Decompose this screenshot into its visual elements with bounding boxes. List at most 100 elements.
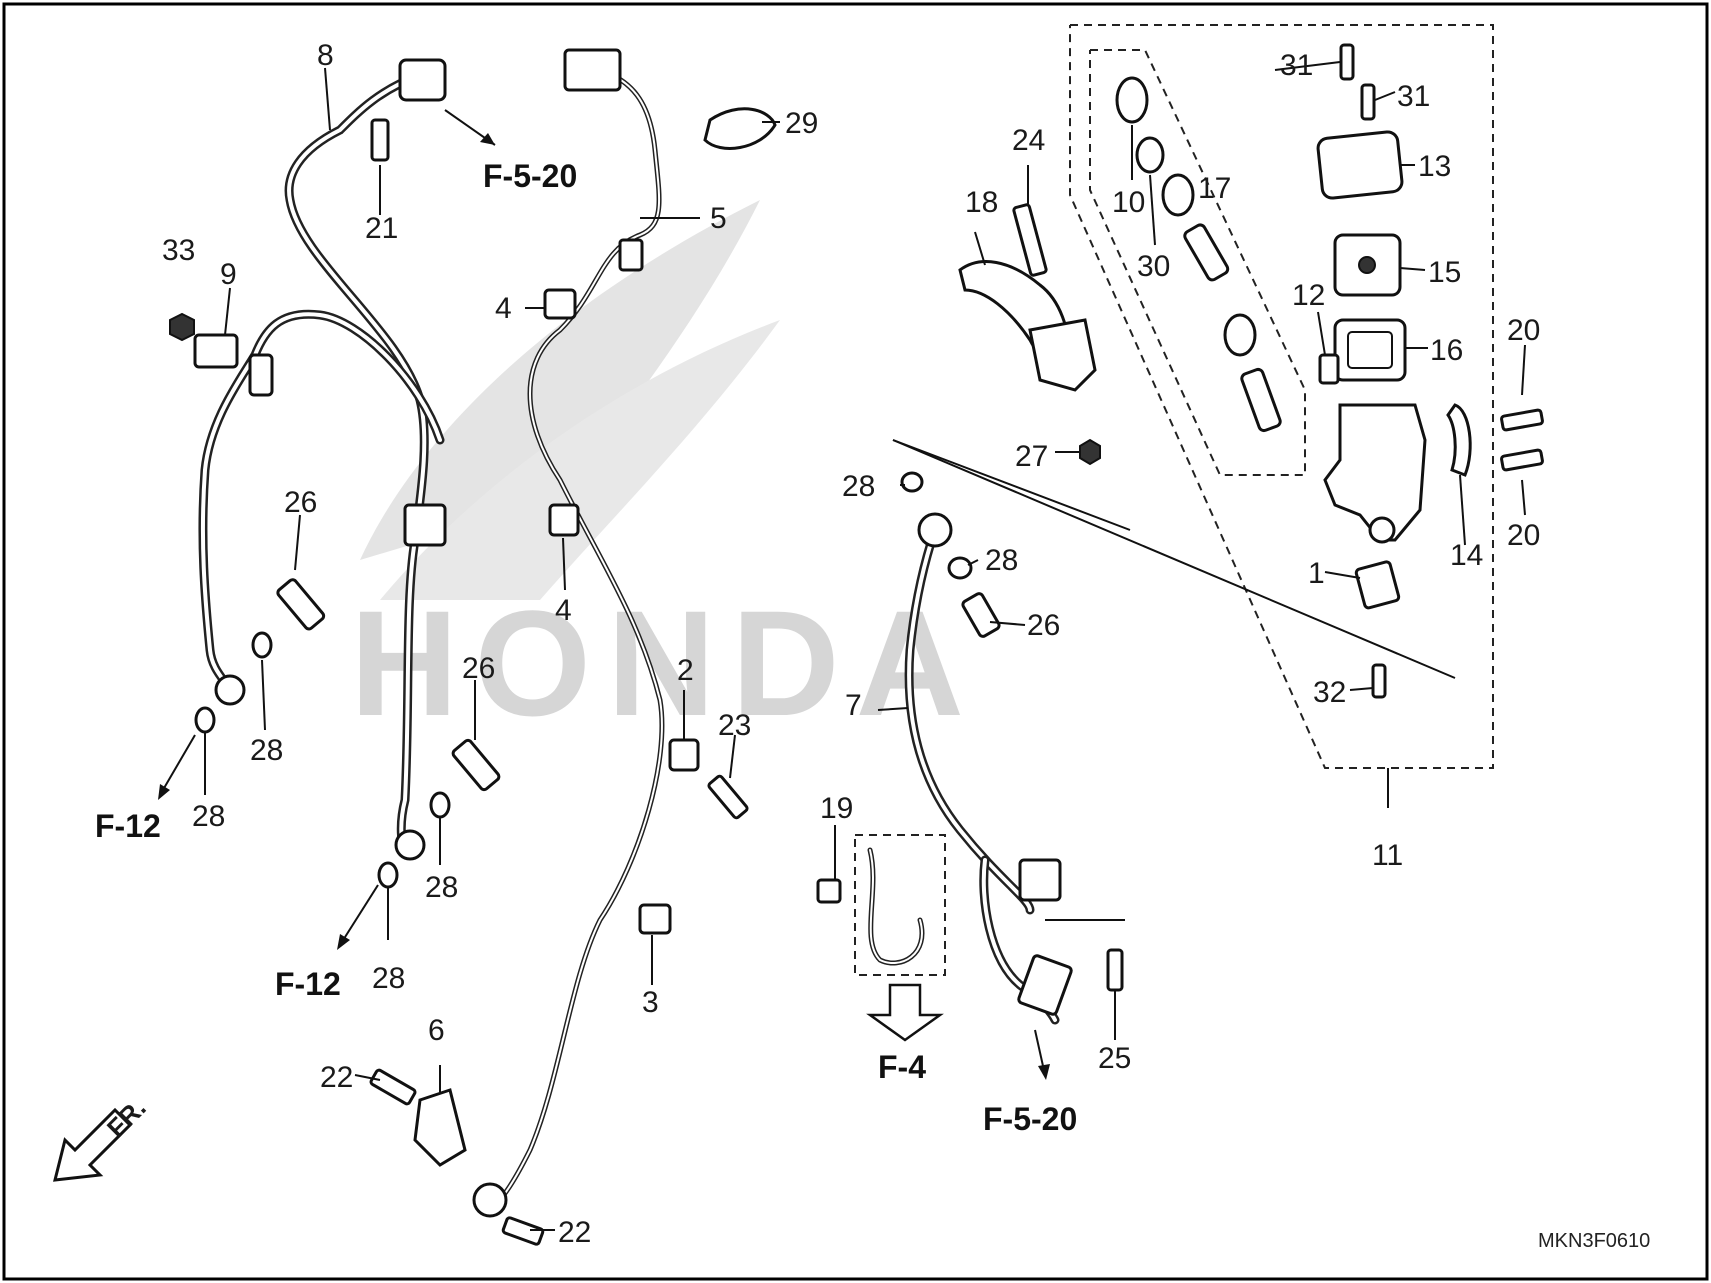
clip-4-lower: [548, 503, 580, 537]
callout-24: 24: [1012, 124, 1045, 157]
diaphragm-16: [1333, 318, 1407, 382]
callout-21: 21: [365, 212, 398, 245]
banjo-end-upper: [214, 674, 246, 706]
callout-6: 6: [428, 1014, 445, 1047]
callout-26-upper: 26: [284, 486, 317, 519]
callout-10: 10: [1112, 186, 1145, 219]
hose-fitting: [1018, 858, 1062, 902]
screw-32: [1371, 663, 1387, 699]
piston-kit-17: [1115, 76, 1282, 433]
master-cylinder-body: [1323, 403, 1427, 544]
holder-14: [1446, 403, 1472, 477]
nut-33: [169, 312, 195, 342]
callout-28-c: 28: [425, 871, 458, 904]
callout-28-f: 28: [985, 544, 1018, 577]
callout-31-b: 31: [1397, 80, 1430, 113]
bolt-23: [707, 774, 749, 820]
reference-labels: F-5-20 F-12 F-12 F-4 F-5-20: [95, 158, 1077, 1137]
ref-f12-upper: F-12: [95, 808, 161, 844]
leader-lines: [158, 61, 1526, 1231]
callout-2: 2: [677, 654, 694, 687]
callout-28-b: 28: [192, 800, 225, 833]
callout-32: 32: [1313, 676, 1346, 709]
callout-13: 13: [1418, 150, 1451, 183]
honda-watermark: HONDA: [350, 200, 980, 747]
callout-9: 9: [220, 258, 237, 291]
callout-1: 1: [1308, 557, 1325, 590]
washer-28-b: [194, 706, 216, 734]
callout-12: 12: [1292, 279, 1325, 312]
harness-subassembly: [816, 834, 946, 976]
callout-8: 8: [317, 39, 334, 72]
down-arrow-f4: [866, 983, 944, 1042]
clip-29: [703, 107, 777, 150]
callout-28-d: 28: [372, 962, 405, 995]
washer-28-c: [429, 791, 451, 819]
bolt-21: [370, 118, 390, 162]
callout-33: 33: [162, 234, 195, 267]
brake-lever-18: [958, 260, 1097, 392]
clip-4-upper: [543, 288, 577, 320]
washer-28-e: [900, 471, 924, 493]
washer-28-d: [377, 861, 399, 889]
callout-labels: 8 21 33 9 26 28 28 26 28 28 29 5 4 4 2 2…: [162, 39, 1540, 1249]
brake-hose-assembly: [198, 58, 447, 861]
callout-5: 5: [710, 202, 727, 235]
bolt-26-right: [961, 592, 1001, 638]
washer-28-f: [947, 556, 973, 580]
bolt-20-b: [1500, 448, 1544, 472]
callout-27: 27: [1015, 440, 1048, 473]
sensor-head: [472, 1182, 508, 1218]
washer-28-a: [251, 631, 273, 659]
bolt-22-upper: [369, 1068, 417, 1106]
callout-31-a: 31: [1280, 49, 1313, 82]
bolt-26-mid: [451, 738, 501, 792]
part-12: [1318, 353, 1340, 385]
ref-f520-bottom: F-5-20: [983, 1101, 1077, 1137]
callout-22-lower: 22: [558, 1216, 591, 1249]
clip-3: [638, 903, 672, 935]
ref-f520-top: F-5-20: [483, 158, 577, 194]
sensor-connector: [563, 48, 622, 92]
callout-14: 14: [1450, 539, 1483, 572]
assembly-outline-17: [1089, 49, 1306, 476]
callout-11: 11: [1372, 839, 1403, 872]
diagram-code: MKN3F0610: [1538, 1230, 1650, 1252]
nut-27: [1079, 438, 1101, 466]
front-direction-arrow: FR.: [53, 1093, 152, 1182]
banjo-end-lower: [394, 829, 426, 861]
hose-joint-top: [398, 58, 447, 102]
callout-4-lower: 4: [555, 594, 572, 627]
callout-26-mid: 26: [462, 652, 495, 685]
callout-4-upper: 4: [495, 292, 512, 325]
brake-hose-7: [904, 512, 1073, 1025]
plate-15: [1333, 233, 1402, 297]
bolt-22-lower: [501, 1216, 545, 1246]
callout-18: 18: [965, 186, 998, 219]
bracket-9: [193, 333, 239, 369]
callout-30: 30: [1137, 250, 1170, 283]
callout-16: 16: [1430, 334, 1463, 367]
pivot-bolt-24: [1012, 203, 1048, 277]
abs-sensor-wire: [472, 48, 665, 1218]
bolt-25: [1106, 948, 1124, 992]
sensor-bracket-6: [413, 1088, 467, 1167]
cover-13: [1316, 130, 1404, 200]
callout-7: 7: [845, 689, 862, 722]
bolt-20-a: [1500, 408, 1544, 432]
assembly-outline-11: [1069, 24, 1494, 769]
callout-23: 23: [718, 709, 751, 742]
callout-29: 29: [785, 107, 818, 140]
callout-20-upper: 20: [1507, 314, 1540, 347]
callout-25: 25: [1098, 1042, 1131, 1075]
callout-28-e: 28: [842, 470, 875, 503]
callout-19: 19: [820, 792, 853, 825]
ref-f12-lower: F-12: [275, 966, 341, 1002]
screw-31-a: [1339, 43, 1355, 81]
screw-31-b: [1360, 83, 1376, 121]
bolt-26-upper: [276, 578, 326, 631]
callout-28-a: 28: [250, 734, 283, 767]
watermark-text: HONDA: [350, 579, 980, 747]
callout-3: 3: [642, 986, 659, 1019]
